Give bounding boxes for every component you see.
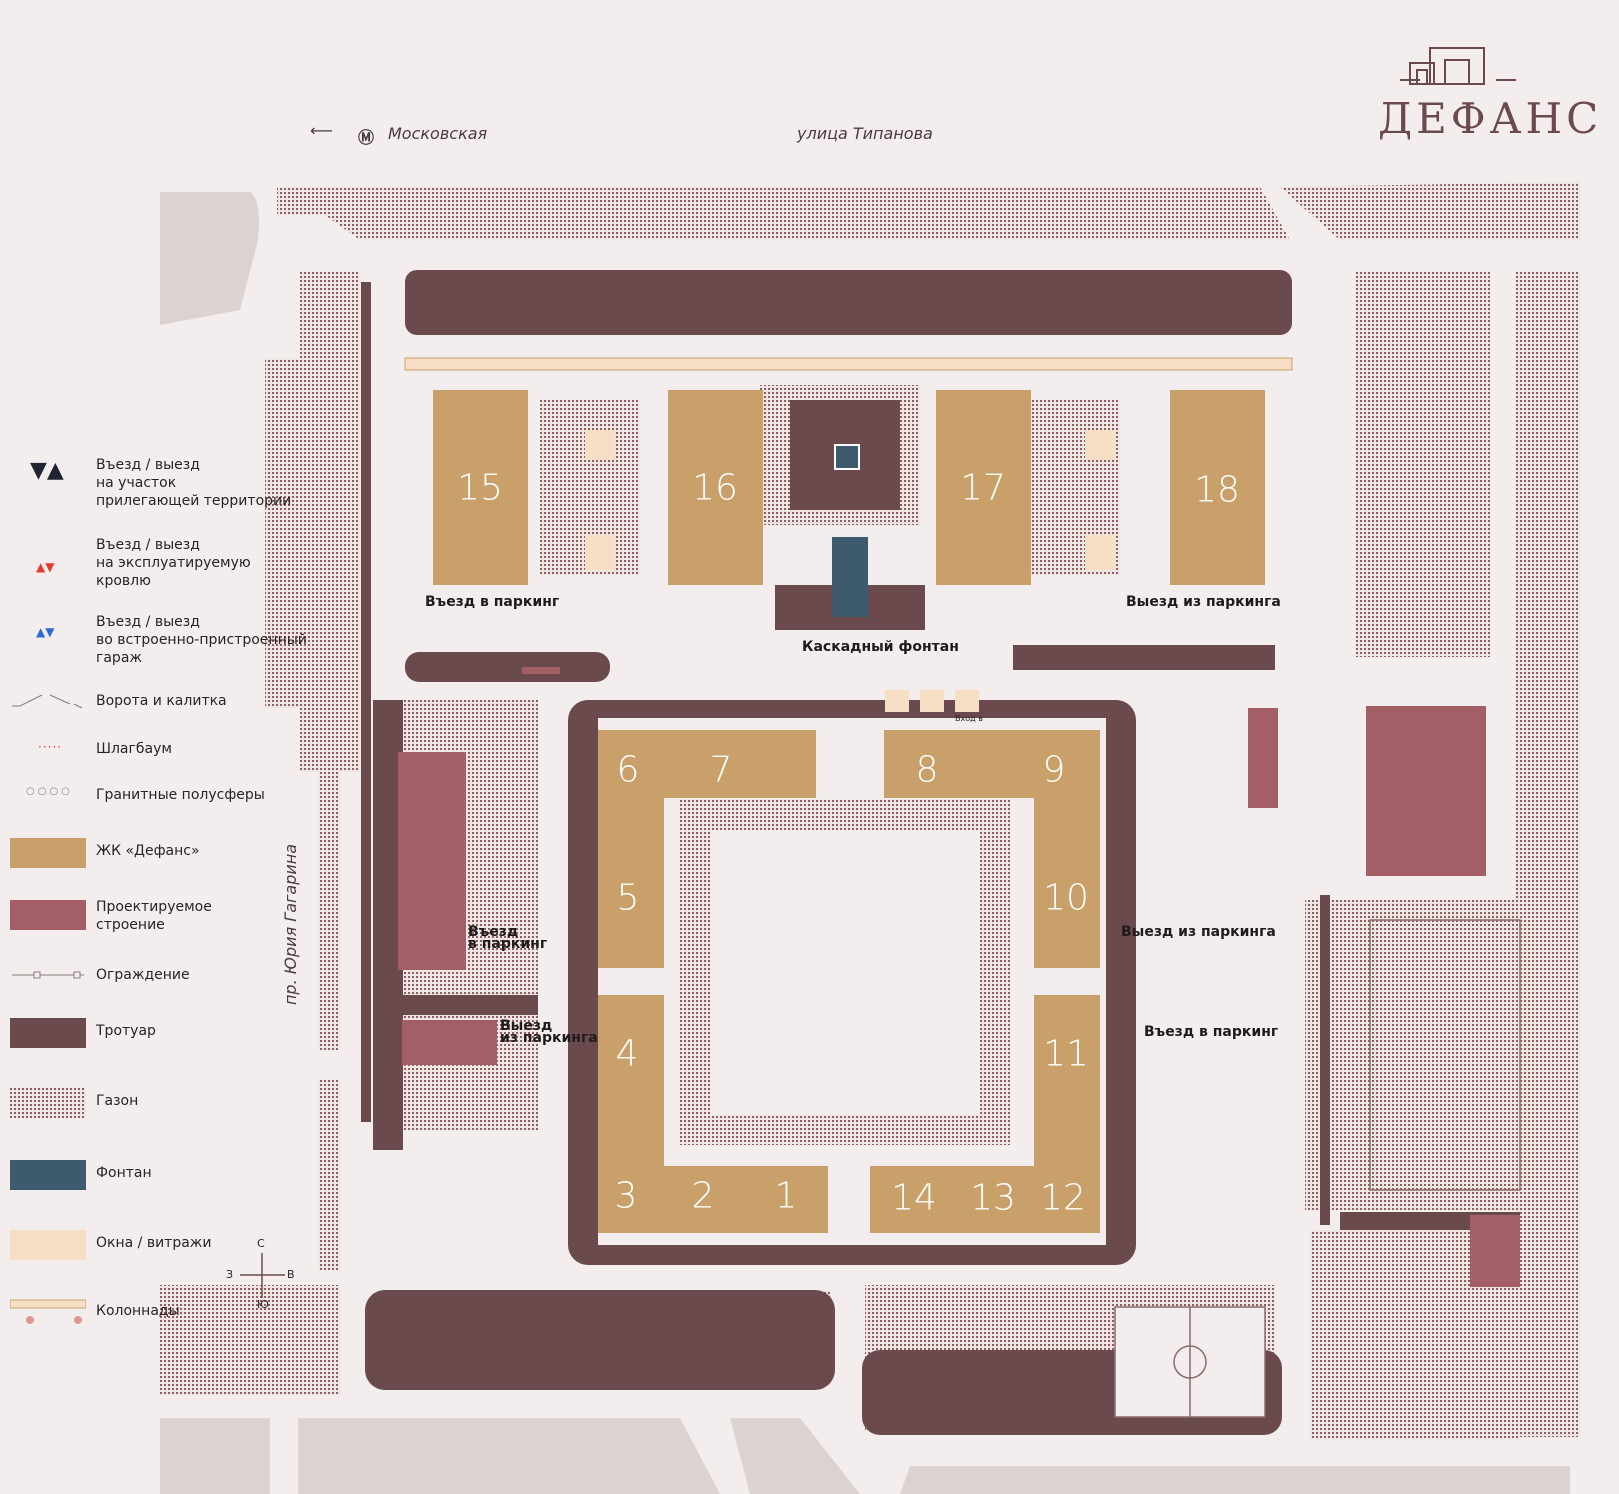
legend-fence: Ограждение xyxy=(96,967,190,983)
building-17[interactable]: 17 xyxy=(960,467,1006,509)
building-14[interactable]: 14 xyxy=(891,1177,937,1219)
projected-buildings xyxy=(398,667,1520,1287)
building-10[interactable]: 10 xyxy=(1043,877,1089,919)
legend-entry-garage: Въезд / выезд во встроенно-пристроенный … xyxy=(96,614,307,666)
legend-complex: ЖК «Дефанс» xyxy=(96,843,200,859)
building-5[interactable]: 5 xyxy=(616,877,640,919)
barrier-icon: ····· xyxy=(38,740,63,754)
street-top: улица Типанова xyxy=(797,124,933,143)
legend-granite: Гранитные полусферы xyxy=(96,787,265,803)
street-left: пр. Юрия Гагарина xyxy=(281,843,301,1006)
windows xyxy=(585,430,1115,712)
legend-colonnade: Колоннады xyxy=(96,1303,180,1319)
roads xyxy=(160,192,1570,1494)
building-18[interactable]: 18 xyxy=(1194,469,1240,511)
label-parking-in-right: Въезд в паркинг xyxy=(1144,1024,1279,1040)
arrows-blue-icon: ▲▼ xyxy=(36,625,55,639)
sport-courts xyxy=(1114,919,1521,1418)
label-parking-out-right: Выезд из паркинга xyxy=(1121,924,1276,940)
complex-swatch xyxy=(10,838,86,868)
building-11[interactable]: 11 xyxy=(1043,1033,1089,1075)
label-parking-out-left-2: из паркинга xyxy=(500,1030,598,1046)
legend-sidewalk: Тротуар xyxy=(96,1023,156,1039)
arrows-red-icon: ▲▼ xyxy=(36,560,55,574)
label-entrance: Вход в xyxy=(955,714,983,723)
granite-icon: ○○○○ xyxy=(26,786,73,797)
compass-s: Ю xyxy=(257,1298,269,1311)
projected-swatch xyxy=(10,900,86,930)
label-parking-out-top: Выезд из паркинга xyxy=(1126,594,1281,610)
fountain-swatch xyxy=(10,1160,86,1190)
label-cascade-fountain: Каскадный фонтан xyxy=(802,639,959,655)
arrows-dark-icon: ▼▲ xyxy=(30,458,64,483)
building-8[interactable]: 8 xyxy=(915,749,939,791)
compass-e: В xyxy=(287,1268,295,1281)
building-1[interactable]: 1 xyxy=(774,1175,798,1217)
legend-lawn: Газон xyxy=(96,1093,139,1109)
building-7[interactable]: 7 xyxy=(709,749,733,791)
building-16[interactable]: 16 xyxy=(692,467,738,509)
label-parking-out-left-1: Выезд xyxy=(500,1018,553,1034)
logo-building-icon xyxy=(1400,47,1516,85)
legend-gate: Ворота и калитка xyxy=(96,693,227,709)
legend-projected: Проектируемое строение xyxy=(96,899,212,933)
metro-icon: Ⓜ xyxy=(358,128,375,147)
legend-windows: Окна / витражи xyxy=(96,1235,212,1251)
building-2[interactable]: 2 xyxy=(691,1175,715,1217)
building-12[interactable]: 12 xyxy=(1040,1177,1086,1219)
logo: ДЕФАНС xyxy=(1378,94,1603,143)
building-13[interactable]: 13 xyxy=(970,1177,1016,1219)
cascade-fountain xyxy=(832,537,868,617)
building-4[interactable]: 4 xyxy=(615,1033,639,1075)
complex-buildings xyxy=(433,390,1265,1233)
legend-entry-roof: Въезд / выезд на эксплуатируемую кровлю xyxy=(96,537,251,589)
legend-fountain: Фонтан xyxy=(96,1165,152,1181)
building-6[interactable]: 6 xyxy=(616,749,640,791)
lawn-swatch xyxy=(10,1088,86,1118)
gate-icon xyxy=(12,694,83,709)
compass-n: С xyxy=(257,1237,265,1250)
metro-arrow-icon: ⟵ xyxy=(310,121,333,140)
sidewalk-swatch xyxy=(10,1018,86,1048)
building-15[interactable]: 15 xyxy=(457,467,503,509)
building-9[interactable]: 9 xyxy=(1042,749,1066,791)
legend-entry-territory: Въезд / выезд на участок прилегающей тер… xyxy=(96,457,292,509)
metro-station: Московская xyxy=(388,124,488,143)
compass-w: З xyxy=(226,1268,234,1281)
building-3[interactable]: 3 xyxy=(614,1175,638,1217)
label-parking-in-top: Въезд в паркинг xyxy=(425,594,560,610)
legend-barrier: Шлагбаум xyxy=(96,741,172,757)
label-parking-in-left-2: в паркинг xyxy=(468,936,548,952)
label-parking-in-left-1: Въезд xyxy=(468,924,519,940)
compass-icon xyxy=(240,1253,285,1298)
windows-swatch xyxy=(10,1230,86,1260)
colonnade-icon xyxy=(10,1299,86,1324)
fence-icon xyxy=(12,971,84,979)
